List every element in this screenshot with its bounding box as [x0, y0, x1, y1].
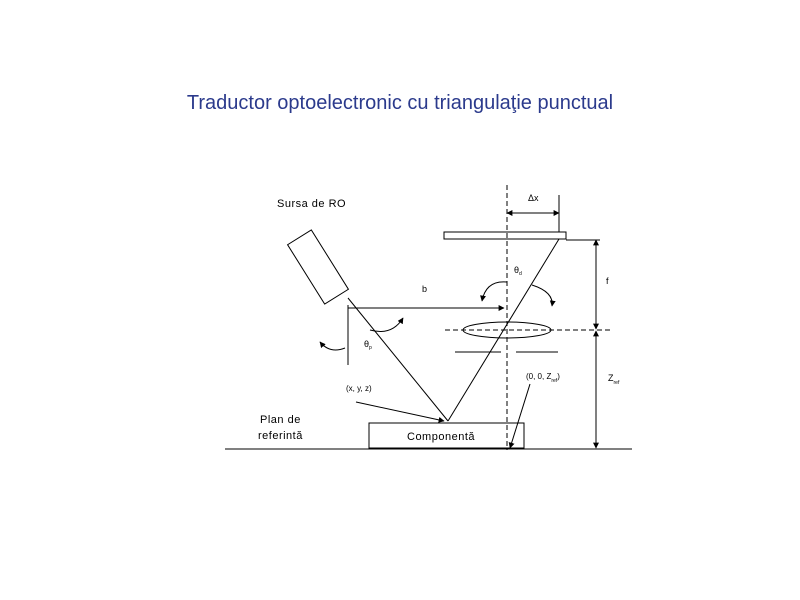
- origin-pointer: [508, 383, 531, 449]
- point-label: (x, y, z): [346, 384, 372, 393]
- light-source: [286, 229, 350, 305]
- zref-label: Zref: [608, 373, 620, 386]
- delta-x-label: Δx: [528, 193, 539, 203]
- f-label: f: [606, 276, 609, 286]
- theta-p-arc-left: [319, 341, 346, 351]
- theta-d-arc-left: [480, 281, 508, 302]
- component-box: [368, 422, 525, 449]
- plane-label-line1: Plan de: [260, 414, 301, 426]
- theta-d-label: θd: [514, 265, 522, 277]
- point-pointer: [355, 401, 445, 423]
- detector-plate: [443, 231, 567, 240]
- incident-ray: [347, 297, 449, 422]
- slide-title: Traductor optoelectronic cu triangulaţie…: [186, 92, 614, 114]
- theta-d-arc-right: [531, 284, 556, 307]
- plane-label-line2: referintă: [258, 430, 303, 442]
- source-label: Sursa de RO: [277, 198, 346, 210]
- b-label: b: [422, 284, 427, 294]
- reflected-ray: [447, 238, 560, 422]
- theta-p-arc-right: [369, 317, 404, 332]
- origin-label: (0, 0, Zref): [526, 372, 560, 384]
- theta-p-label: θp: [364, 339, 372, 351]
- component-label: Componentă: [407, 431, 475, 443]
